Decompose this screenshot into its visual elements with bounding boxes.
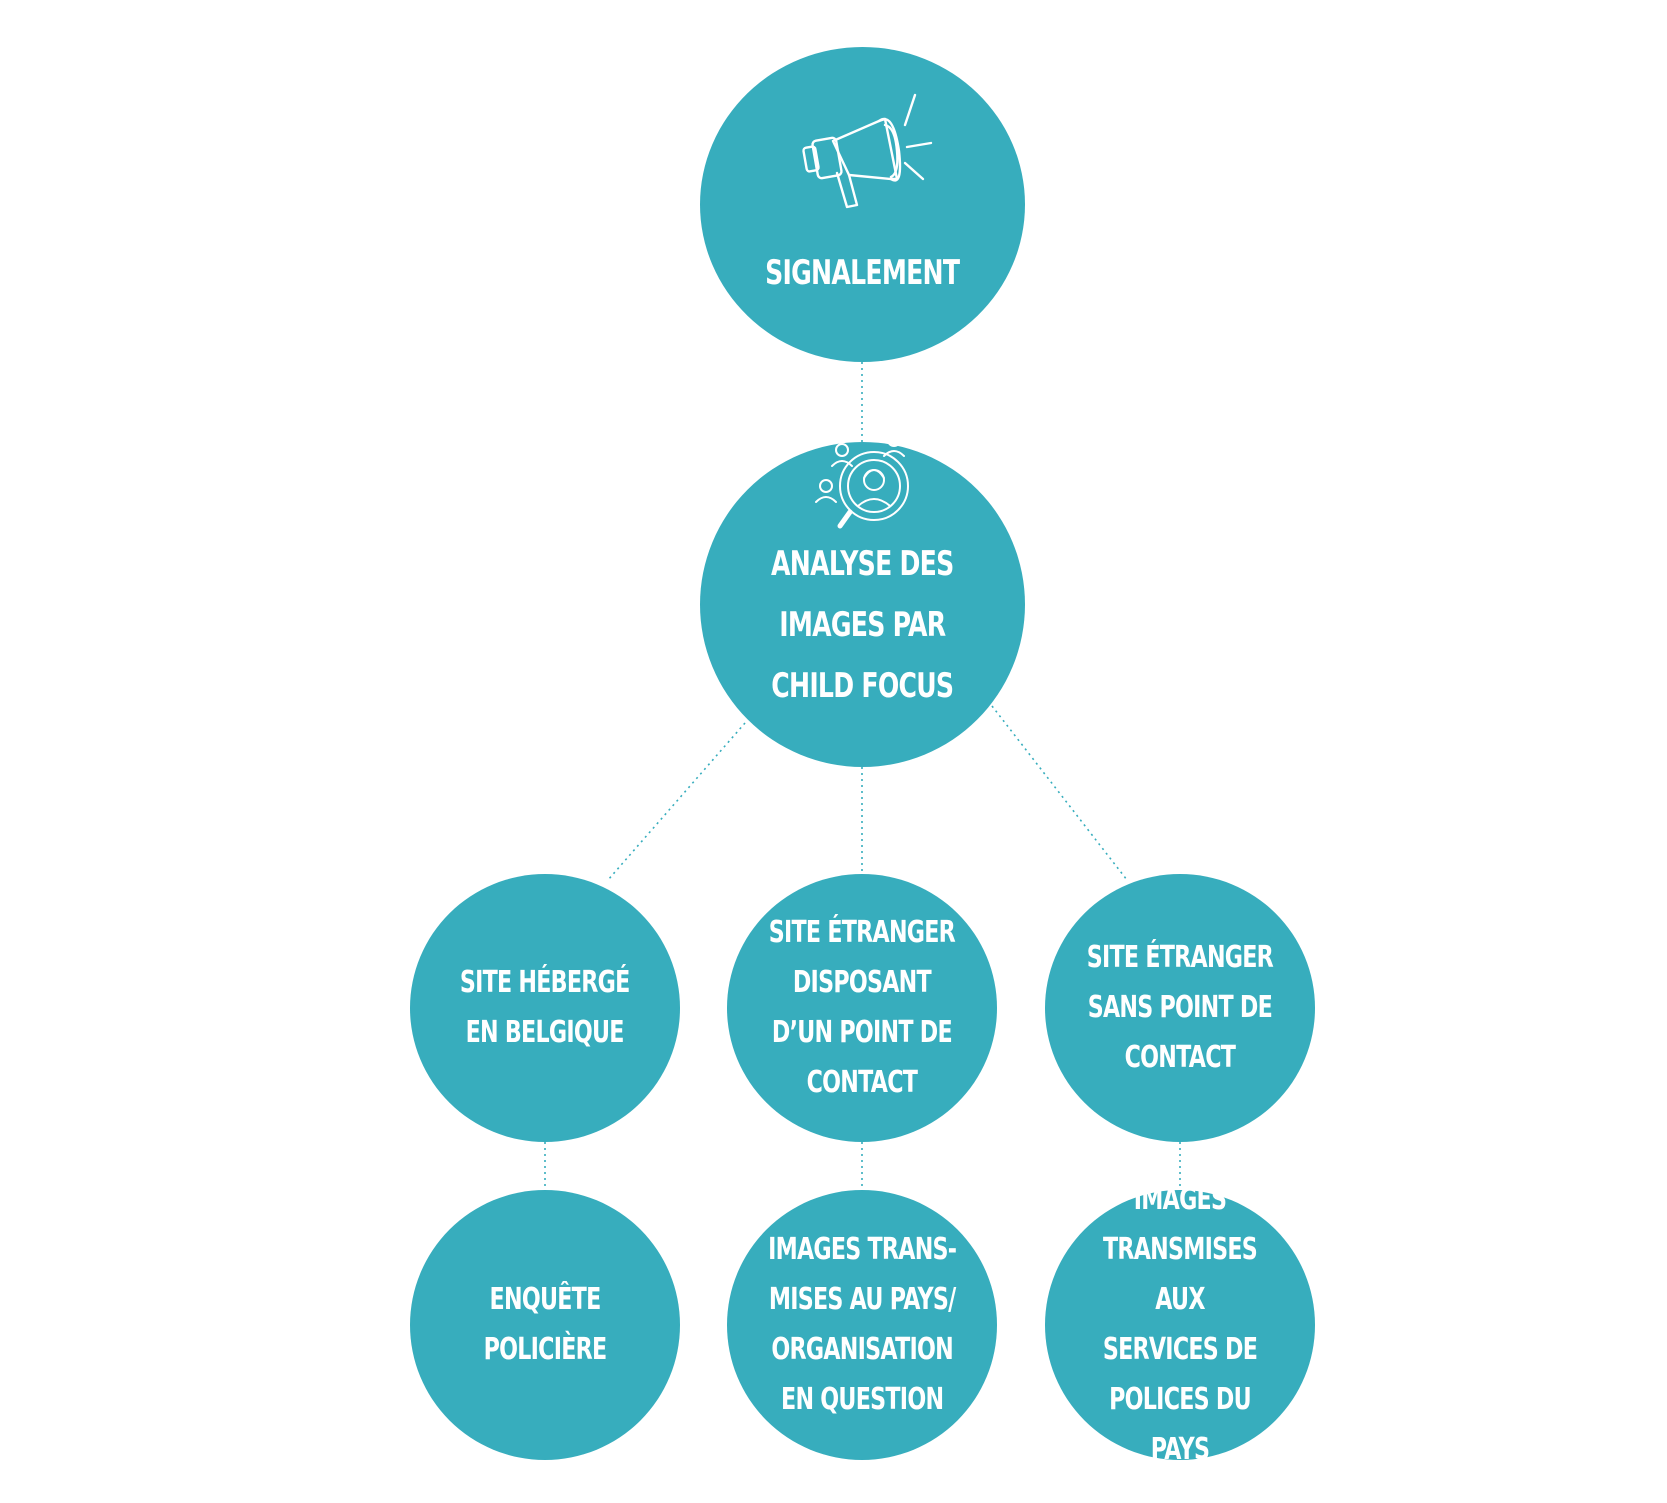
node-images-pays: IMAGES TRANS- MISES AU PAYS/ ORGANISATIO… [727, 1190, 997, 1460]
node-site-sans-point-contact-label: SITE ÉTRANGER SANS POINT DE CONTACT [1086, 940, 1274, 1075]
node-images-polices: IMAGES TRANSMISES AUX SERVICES DE POLICE… [1045, 1182, 1315, 1467]
node-site-belgique-label: SITE HÉBERGÉ EN BELGIQUE [460, 965, 630, 1050]
node-site-sans-point-contact: SITE ÉTRANGER SANS POINT DE CONTACT [1045, 874, 1315, 1142]
node-images-polices-label: IMAGES TRANSMISES AUX SERVICES DE POLICE… [1102, 1182, 1258, 1467]
node-site-belgique: SITE HÉBERGÉ EN BELGIQUE [410, 874, 680, 1142]
node-images-pays-label: IMAGES TRANS- MISES AU PAYS/ ORGANISATIO… [767, 1232, 957, 1417]
node-site-point-contact-label: SITE ÉTRANGER DISPOSANT D’UN POINT DE CO… [768, 915, 956, 1100]
node-analyse: ANALYSE DES IMAGES PAR CHILD FOCUS [700, 433, 1025, 767]
node-enquete: ENQUÊTE POLICIÈRE [410, 1190, 680, 1460]
node-enquete-label: ENQUÊTE POLICIÈRE [483, 1282, 608, 1367]
node-signalement-label: SIGNALEMENT [765, 253, 960, 293]
node-site-point-contact: SITE ÉTRANGER DISPOSANT D’UN POINT DE CO… [727, 874, 997, 1142]
node-signalement: SIGNALEMENT [700, 47, 1025, 362]
magnifier-people-icon [814, 433, 909, 529]
megaphone-icon [801, 93, 932, 209]
node-analyse-label: ANALYSE DES IMAGES PAR CHILD FOCUS [771, 544, 954, 706]
connector-analyse-site-belgique [607, 722, 746, 881]
connector-analyse-site-sans-point-contact [991, 705, 1128, 881]
